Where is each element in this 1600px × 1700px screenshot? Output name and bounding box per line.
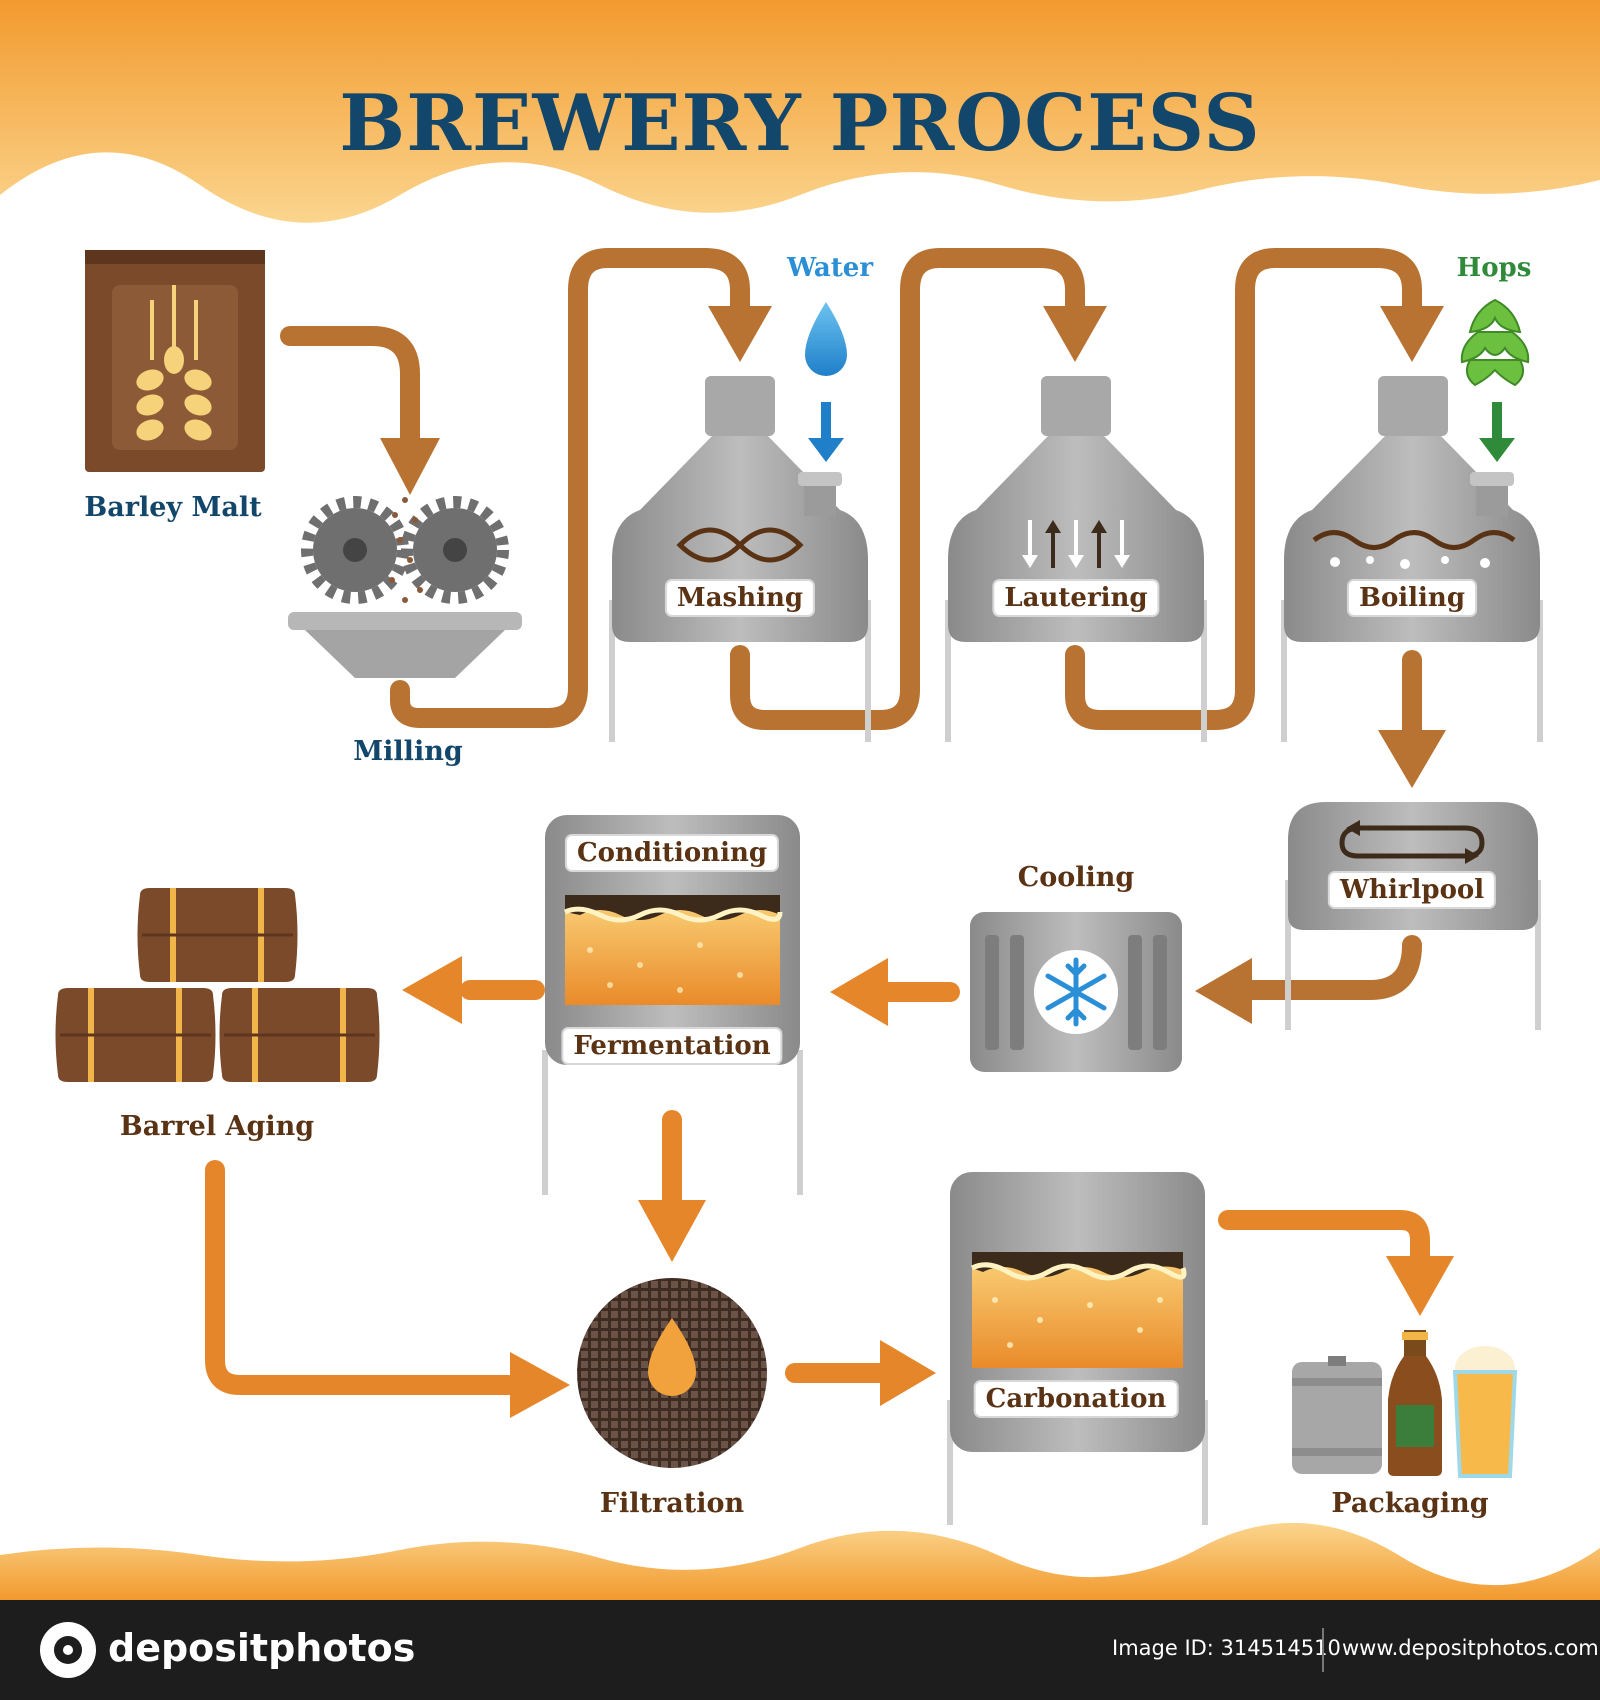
filtration-mesh	[577, 1278, 767, 1468]
footer-brand: depositphotos	[108, 1626, 416, 1670]
arrowhead-cooling	[1195, 958, 1252, 1024]
label-barrel-aging: Barrel Aging	[119, 1111, 315, 1142]
page-title: BREWERY PROCESS	[339, 78, 1261, 169]
footer-bar: depositphotos Image ID: 314514510 www.de…	[0, 1600, 1600, 1700]
arrowhead-filtration-top	[638, 1200, 706, 1262]
label-whirlpool: Whirlpool	[1329, 873, 1495, 907]
footer-divider	[1322, 1628, 1324, 1672]
label-hops: Hops	[1456, 253, 1532, 283]
packaging-products	[1292, 1330, 1518, 1478]
fermentation-tank	[542, 815, 803, 1195]
arrow-malt-to-milling	[280, 326, 420, 450]
arrowhead-filtration-left	[510, 1352, 570, 1418]
barrel-right	[219, 988, 380, 1082]
arrowhead-whirlpool	[1378, 730, 1446, 788]
pipe-arrows-orange	[205, 980, 1430, 1395]
top-banner	[0, 0, 1600, 223]
boiling-kettle	[1281, 376, 1543, 742]
beer-glass-icon	[1452, 1346, 1518, 1478]
milling-machine	[288, 496, 522, 678]
arrow-lautering-to-boiling	[1065, 248, 1422, 730]
label-mashing: Mashing	[666, 581, 814, 615]
label-lautering: Lautering	[994, 581, 1158, 615]
label-cooling: Cooling	[1017, 862, 1135, 893]
cooling-unit	[970, 912, 1182, 1072]
label-carbonation: Carbonation	[975, 1382, 1177, 1416]
arrow-mashing-to-lautering	[730, 248, 1085, 730]
hops-cone-icon	[1460, 298, 1530, 462]
pipe-arrows-brown	[280, 248, 1422, 1000]
barrel-top	[137, 888, 298, 982]
label-filtration: Filtration	[599, 1488, 745, 1519]
orange-arrowheads	[402, 956, 1454, 1418]
arrowhead-fermentation-in	[830, 958, 888, 1026]
arrowhead-carbonation	[880, 1340, 936, 1406]
arrowhead-milling	[380, 438, 440, 495]
arrowhead-packaging	[1386, 1256, 1454, 1316]
arrowhead-lautering	[1043, 306, 1107, 362]
brown-arrowheads	[380, 306, 1446, 1024]
bottom-banner	[0, 1522, 1600, 1600]
label-boiling: Boiling	[1348, 581, 1476, 615]
camera-logo-icon	[40, 1622, 96, 1678]
barrels-stack	[55, 888, 380, 1082]
arrowhead-boiling	[1380, 306, 1444, 362]
arrow-carbonation-to-packaging	[1218, 1210, 1430, 1266]
beer-bottle-icon	[1388, 1330, 1442, 1476]
snowflake-icon	[1045, 957, 1107, 1027]
carbonation-tank	[947, 1172, 1208, 1525]
barley-malt-bag	[85, 250, 265, 472]
arrow-barrel-to-filtration	[205, 1160, 525, 1395]
barrel-left	[55, 988, 216, 1082]
label-conditioning: Conditioning	[566, 836, 778, 870]
keg-icon	[1292, 1356, 1382, 1474]
label-fermentation: Fermentation	[563, 1029, 781, 1063]
barley-icon	[136, 285, 212, 441]
arrowhead-barrel	[402, 956, 462, 1024]
arrowhead-mashing	[708, 306, 772, 362]
footer-image-id: Image ID: 314514510	[1112, 1636, 1341, 1660]
water-drop-icon	[805, 302, 847, 462]
footer-site-link[interactable]: www.depositphotos.com	[1342, 1636, 1599, 1660]
arrow-milling-to-mashing	[390, 248, 750, 728]
label-packaging: Packaging	[1331, 1488, 1489, 1519]
label-water: Water	[786, 253, 874, 283]
label-barley-malt: Barley Malt	[84, 492, 262, 523]
label-milling: Milling	[353, 736, 463, 767]
arrow-whirlpool-to-cooling	[1235, 935, 1422, 1000]
